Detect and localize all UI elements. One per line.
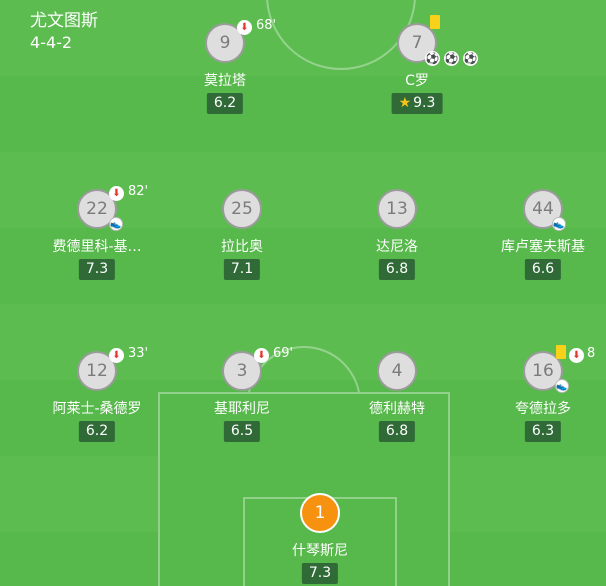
rating-value: 6.2: [213, 95, 237, 111]
player-number: 3: [222, 351, 262, 391]
player-name: 基耶利尼: [214, 401, 270, 417]
formation: 4-4-2: [30, 33, 73, 52]
rating-badge: ★9.3: [391, 93, 443, 114]
player-card[interactable]: 25 拉比奥 7.1: [167, 189, 317, 309]
player-name: 费德里科-基…: [52, 239, 142, 255]
yellow-card-icon: [430, 15, 440, 29]
player-card[interactable]: 16 ⬇ 8 👟 夸德拉多 6.3: [468, 345, 606, 471]
rating-badge: 6.8: [378, 421, 416, 442]
rating-value: 6.8: [385, 423, 409, 439]
substitution-time: 68': [256, 18, 277, 33]
player-card[interactable]: 12 ⬇ 33' 阿莱士-桑德罗 6.2: [22, 346, 172, 471]
player-card[interactable]: 1 什琴斯尼 7.3: [245, 493, 395, 586]
rating-badge: 7.1: [223, 259, 261, 280]
player-card[interactable]: 4 德利赫特 6.8: [322, 351, 472, 471]
assist-boot-icon: 👟: [109, 217, 123, 231]
rating-badge: 6.8: [378, 259, 416, 280]
substitution-time: 82': [128, 184, 149, 199]
player-name: 阿莱士-桑德罗: [52, 401, 142, 417]
player-name: 库卢塞夫斯基: [501, 239, 585, 255]
rating-value: 6.5: [230, 423, 254, 439]
substitution-time: 33': [128, 346, 149, 361]
substitution-time: 8: [587, 346, 596, 361]
player-card[interactable]: 22 ⬇ 82' 👟 费德里科-基… 7.3: [22, 184, 172, 309]
rating-badge: 6.5: [223, 421, 261, 442]
player-name: 达尼洛: [376, 239, 418, 255]
rating-badge: 7.3: [301, 563, 339, 584]
rating-value: 7.1: [230, 261, 254, 277]
assist-boot-icon: 👟: [552, 217, 566, 231]
substitution-time: 69': [273, 346, 294, 361]
assist-boot-icon: 👟: [555, 379, 569, 393]
player-number: 4: [377, 351, 417, 391]
substitution-icon: ⬇: [569, 348, 584, 363]
player-name: 莫拉塔: [204, 73, 246, 89]
rating-value: 6.8: [385, 261, 409, 277]
rating-value: 9.3: [413, 95, 436, 111]
player-number: 1: [300, 493, 340, 533]
goal-ball-icon: ⚽: [425, 51, 440, 66]
rating-value: 6.6: [531, 261, 555, 277]
rating-value: 7.3: [85, 261, 109, 277]
player-name: 拉比奥: [221, 239, 263, 255]
rating-badge: 6.2: [206, 93, 244, 114]
rating-value: 6.2: [85, 423, 109, 439]
player-card[interactable]: 9 ⬇ 68' 莫拉塔 6.2: [150, 18, 300, 143]
substitution-icon: ⬇: [237, 20, 252, 35]
player-number: 25: [222, 189, 262, 229]
goal-ball-icon: ⚽: [444, 51, 459, 66]
star-icon: ★: [398, 95, 412, 111]
substitution-icon: ⬇: [109, 186, 124, 201]
player-card[interactable]: 3 ⬇ 69' 基耶利尼 6.5: [167, 346, 317, 471]
goal-ball-icon: ⚽: [463, 51, 478, 66]
substitution-icon: ⬇: [254, 348, 269, 363]
rating-badge: 7.3: [78, 259, 116, 280]
yellow-card-icon: [556, 345, 566, 359]
player-card[interactable]: 13 达尼洛 6.8: [322, 189, 472, 309]
rating-badge: 6.2: [78, 421, 116, 442]
team-name: 尤文图斯: [30, 11, 98, 31]
player-name: C罗: [405, 73, 429, 89]
rating-badge: 6.6: [524, 259, 562, 280]
player-name: 德利赫特: [369, 401, 425, 417]
rating-value: 6.3: [531, 423, 555, 439]
player-name: 夸德拉多: [515, 401, 571, 417]
player-number: 13: [377, 189, 417, 229]
player-name: 什琴斯尼: [292, 543, 348, 559]
rating-badge: 6.3: [524, 421, 562, 442]
rating-value: 7.3: [308, 565, 332, 581]
player-card[interactable]: 7 ⚽ ⚽ ⚽ C罗 ★9.3: [342, 15, 492, 143]
player-card[interactable]: 44 👟 库卢塞夫斯基 6.6: [468, 189, 606, 309]
substitution-icon: ⬇: [109, 348, 124, 363]
